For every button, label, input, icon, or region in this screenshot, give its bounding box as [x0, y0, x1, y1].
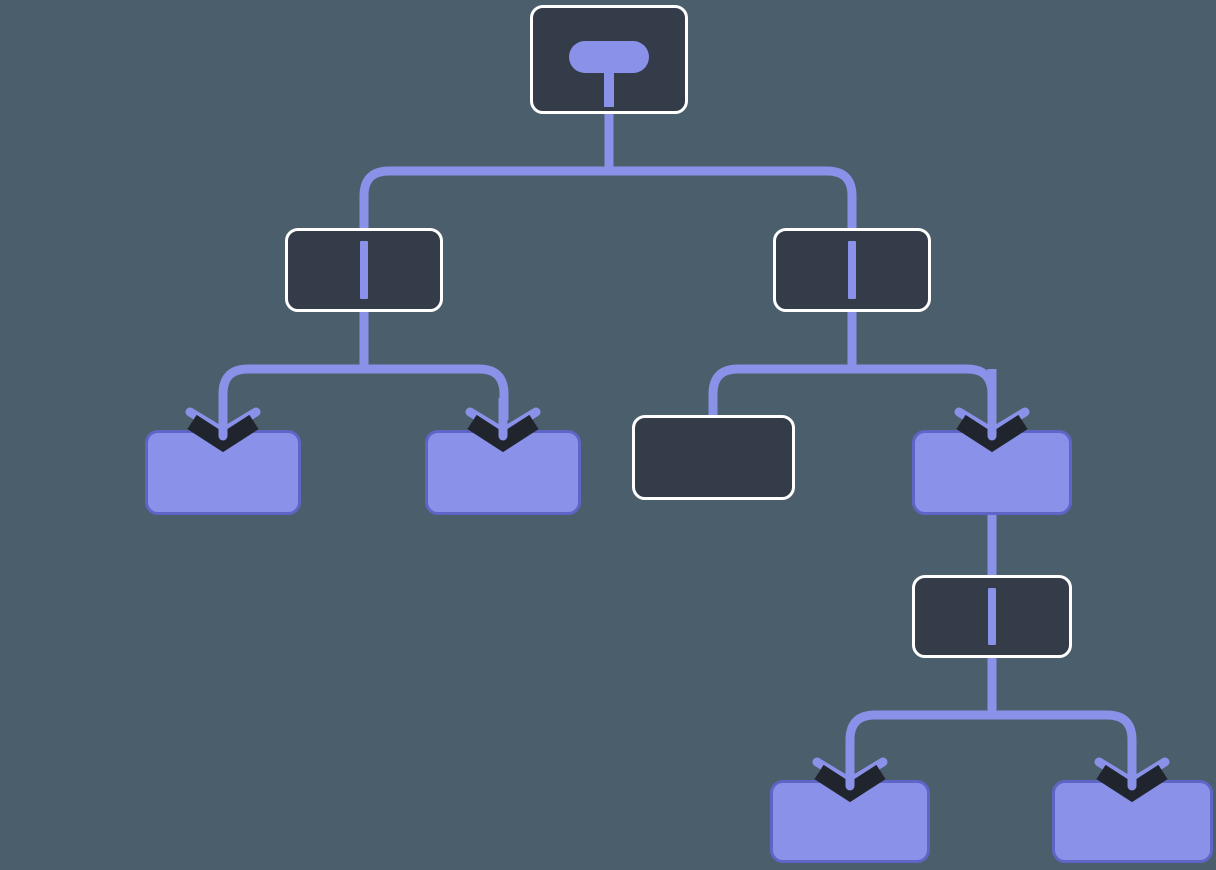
node-branch-low[interactable] — [912, 575, 1072, 658]
edge-left-split — [218, 364, 509, 420]
node-leaf-c[interactable] — [632, 415, 795, 500]
chevron-down-arrow-icon — [812, 748, 888, 803]
pass-through-line-icon — [848, 241, 856, 299]
pass-through-line-icon — [360, 241, 368, 299]
chevron-down-arrow-icon — [1094, 748, 1170, 803]
edge-bottom-split — [845, 710, 1137, 770]
node-branch-right[interactable] — [773, 228, 931, 312]
node-root[interactable] — [530, 5, 688, 114]
node-branch-left[interactable] — [285, 228, 443, 312]
root-pill-stem-icon — [569, 41, 649, 107]
edge-top-split — [359, 166, 857, 369]
chevron-down-arrow-icon — [465, 398, 541, 453]
node-leaf-a[interactable] — [145, 430, 301, 515]
chevron-down-arrow-icon — [185, 398, 261, 453]
chevron-down-arrow-icon — [954, 398, 1030, 453]
pass-through-line-icon — [988, 588, 996, 645]
edge-right-split — [708, 364, 997, 420]
